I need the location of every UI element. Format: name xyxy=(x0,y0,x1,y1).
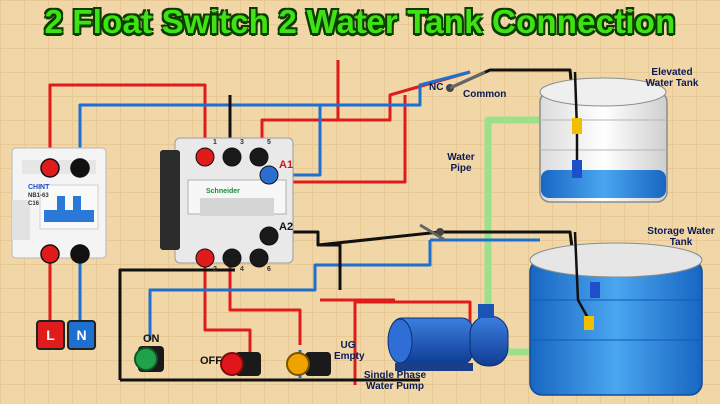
mcb-brand: CHINT xyxy=(28,184,50,191)
n-terminal: N xyxy=(67,320,96,350)
a1-label: A1 xyxy=(279,159,294,171)
water-pump xyxy=(387,304,509,371)
nc-label: NC xyxy=(429,82,444,93)
water-pipe-label: Water Pipe xyxy=(447,152,475,174)
mcb-model: NB1-63 xyxy=(28,193,49,199)
pump-label: Single Phase Water Pump xyxy=(363,370,427,392)
float-switch-junction-bottom xyxy=(419,223,446,242)
contactor-brand: Schneider xyxy=(206,188,240,195)
elevated-water-tank xyxy=(539,71,668,203)
phase-wires xyxy=(48,60,472,385)
float-switch-junction-top xyxy=(446,70,486,92)
page-title: 2 Float Switch 2 Water Tank Connection xyxy=(44,3,676,40)
off-indicator-lamp xyxy=(220,352,261,376)
contactor-term-4: 4 xyxy=(240,266,244,273)
on-label: ON xyxy=(143,333,160,345)
l-terminal: L xyxy=(36,320,65,350)
contactor-term-3: 3 xyxy=(240,139,244,146)
contactor xyxy=(160,137,294,268)
on-indicator-lamp xyxy=(134,346,164,372)
storage-water-tank xyxy=(529,231,703,396)
contactor-term-5: 5 xyxy=(267,139,271,146)
contactor-term-6: 6 xyxy=(267,266,271,273)
storage-tank-label: Storage Water Tank xyxy=(647,226,715,248)
a2-label: A2 xyxy=(279,221,294,233)
contactor-term-2: 2 xyxy=(213,266,217,273)
mcb-rating: C16 xyxy=(28,201,40,207)
contactor-term-1: 1 xyxy=(213,139,217,146)
mcb-breaker xyxy=(11,147,107,264)
elevated-tank-label: Elevated Water Tank xyxy=(645,67,699,89)
off-label: OFF xyxy=(200,355,222,367)
common-label: Common xyxy=(463,89,507,100)
ug-empty-indicator-lamp xyxy=(286,352,331,376)
ug-empty-label: UG Empty xyxy=(334,340,365,362)
